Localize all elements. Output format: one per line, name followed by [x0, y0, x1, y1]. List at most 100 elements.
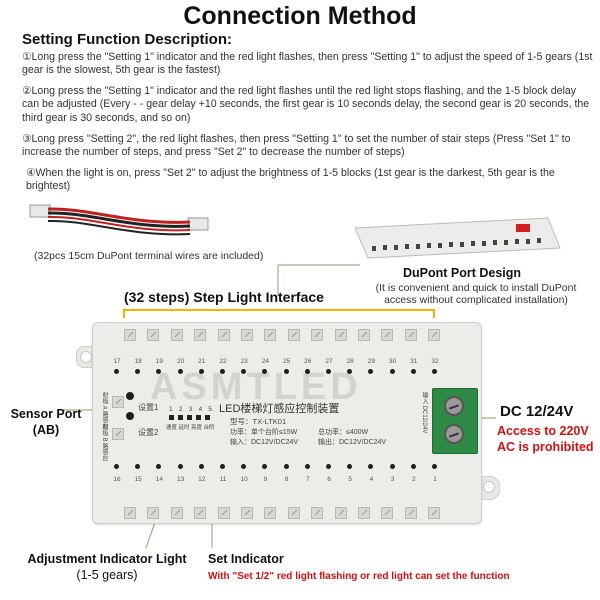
bottom-terminal[interactable] — [217, 507, 230, 519]
bottom-terminal[interactable] — [264, 507, 277, 519]
top-pin-number: 18 — [134, 358, 142, 365]
top-pin-dot — [262, 369, 268, 374]
bottom-terminal[interactable] — [124, 507, 136, 519]
bottom-pin-dot — [135, 464, 141, 469]
bottom-terminal[interactable] — [287, 507, 300, 519]
top-pin-number: 28 — [346, 358, 354, 365]
bottom-pin-dot — [389, 464, 395, 469]
top-pin-dot — [220, 369, 225, 374]
bottom-pin-number: 10 — [240, 476, 248, 483]
bottom-terminal[interactable] — [170, 507, 183, 519]
top-pin-number: 22 — [219, 358, 227, 365]
top-terminal[interactable] — [404, 329, 417, 341]
top-terminal[interactable] — [124, 329, 136, 341]
bottom-pin-dot — [304, 464, 310, 469]
bottom-pin-number: 11 — [219, 476, 227, 483]
top-terminal[interactable] — [381, 329, 394, 341]
bottom-pin-dot — [326, 464, 331, 469]
top-terminal[interactable] — [287, 329, 300, 341]
sensor-b-terminal[interactable] — [112, 428, 124, 440]
bottom-pin-number: 13 — [176, 476, 185, 483]
bottom-terminal[interactable] — [358, 507, 370, 519]
top-pin-dot — [410, 369, 416, 374]
bottom-pin-number: 6 — [327, 476, 331, 483]
bottom-pin-dot — [114, 464, 119, 469]
step-light-interface-label: (32 steps) Step Light Interface — [124, 289, 324, 305]
top-pin-dot — [114, 369, 119, 374]
set1-label: 设置1 — [138, 403, 159, 412]
adjust-indicator-label: Adjustment Indicator Light — [27, 552, 187, 566]
top-pin-number: 24 — [261, 358, 269, 365]
bottom-terminal[interactable] — [194, 507, 207, 519]
set2-label: 设置2 — [138, 428, 159, 437]
bottom-terminal[interactable] — [334, 507, 347, 519]
board-input: 输入：DC12V/DC24V — [230, 439, 299, 446]
wires-note: (32pcs 15cm DuPont terminal wires are in… — [34, 250, 264, 262]
top-pin-dot — [177, 369, 183, 374]
adjust-indicator-sub: (1-5 gears) — [76, 568, 138, 582]
top-terminal[interactable] — [311, 329, 324, 341]
set1-button[interactable] — [126, 392, 134, 400]
sensor-a-label: 射极 A 路感应 — [101, 392, 107, 430]
top-pin-number: 31 — [410, 358, 418, 365]
top-pin-number: 26 — [304, 358, 312, 365]
top-terminal[interactable] — [358, 329, 370, 341]
bottom-pin-number: 8 — [284, 476, 289, 483]
ac-warning-line1: Access to 220V — [497, 424, 589, 438]
top-pin-number: 19 — [155, 358, 163, 365]
top-terminal[interactable] — [428, 329, 441, 341]
top-pin-dot — [156, 369, 162, 374]
dc-voltage-label: DC 12/24V — [500, 403, 574, 420]
bottom-pin-dot — [220, 464, 225, 469]
top-terminal[interactable] — [170, 329, 183, 341]
board-model: 型号：TX-LTK01 — [230, 417, 287, 426]
bottom-pin-number: 4 — [369, 476, 374, 483]
top-terminal[interactable] — [241, 329, 253, 341]
mount-hole — [80, 351, 92, 363]
dupont-title: DuPont Port Design — [403, 266, 522, 280]
bottom-pin-dot — [262, 464, 268, 469]
instruction-4: ④When the light is on, press "Set 2" to … — [26, 167, 555, 193]
board-watermark: ASMTLED — [150, 366, 362, 408]
top-terminal[interactable] — [264, 329, 277, 341]
controller-board — [92, 322, 482, 524]
indicator-lights — [169, 415, 215, 421]
bottom-pin-dot — [241, 464, 247, 469]
bottom-pin-dot — [198, 464, 204, 469]
indicator-light-2 — [178, 415, 183, 420]
bottom-pin-number: 15 — [134, 476, 142, 483]
indicator-numbers: 1 2 3 4 5 — [169, 406, 215, 413]
bottom-terminal[interactable] — [381, 507, 394, 519]
section-subtitle: Setting Function Description: — [22, 31, 232, 48]
top-pin-number: 21 — [198, 358, 206, 365]
bottom-pin-number: 16 — [113, 476, 121, 483]
mount-hole — [483, 481, 495, 493]
indicator-light-4 — [196, 415, 201, 420]
top-terminal[interactable] — [217, 329, 230, 341]
bottom-terminal[interactable] — [311, 507, 324, 519]
dupont-desc: (It is convenient and quick to install D… — [375, 282, 577, 306]
bottom-terminal[interactable] — [404, 507, 417, 519]
top-terminal[interactable] — [147, 329, 160, 341]
sensor-b-label: 射极 B 路感应 — [101, 424, 107, 462]
top-pin-number: 23 — [240, 358, 248, 365]
top-pin-number: 25 — [282, 358, 291, 365]
bottom-pin-dot — [177, 464, 183, 469]
top-pin-number: 27 — [325, 358, 333, 365]
set2-button[interactable] — [126, 412, 134, 420]
bottom-terminal[interactable] — [147, 507, 160, 519]
bottom-pin-dot — [432, 464, 437, 469]
sensor-a-terminal[interactable] — [112, 396, 124, 408]
screw-icon — [444, 424, 464, 444]
indicator-light-3 — [187, 415, 192, 420]
top-pin-dot — [326, 369, 331, 374]
top-pin-number: 32 — [431, 358, 439, 365]
bottom-pin-number: 1 — [433, 476, 437, 483]
instruction-2: ②Long press the "Setting 1" indicator an… — [22, 85, 590, 124]
bottom-terminal[interactable] — [428, 507, 441, 519]
bottom-terminal[interactable] — [241, 507, 253, 519]
board-output: 输出：DC12V/DC24V — [318, 439, 387, 446]
top-terminal[interactable] — [194, 329, 207, 341]
top-terminal[interactable] — [334, 329, 347, 341]
